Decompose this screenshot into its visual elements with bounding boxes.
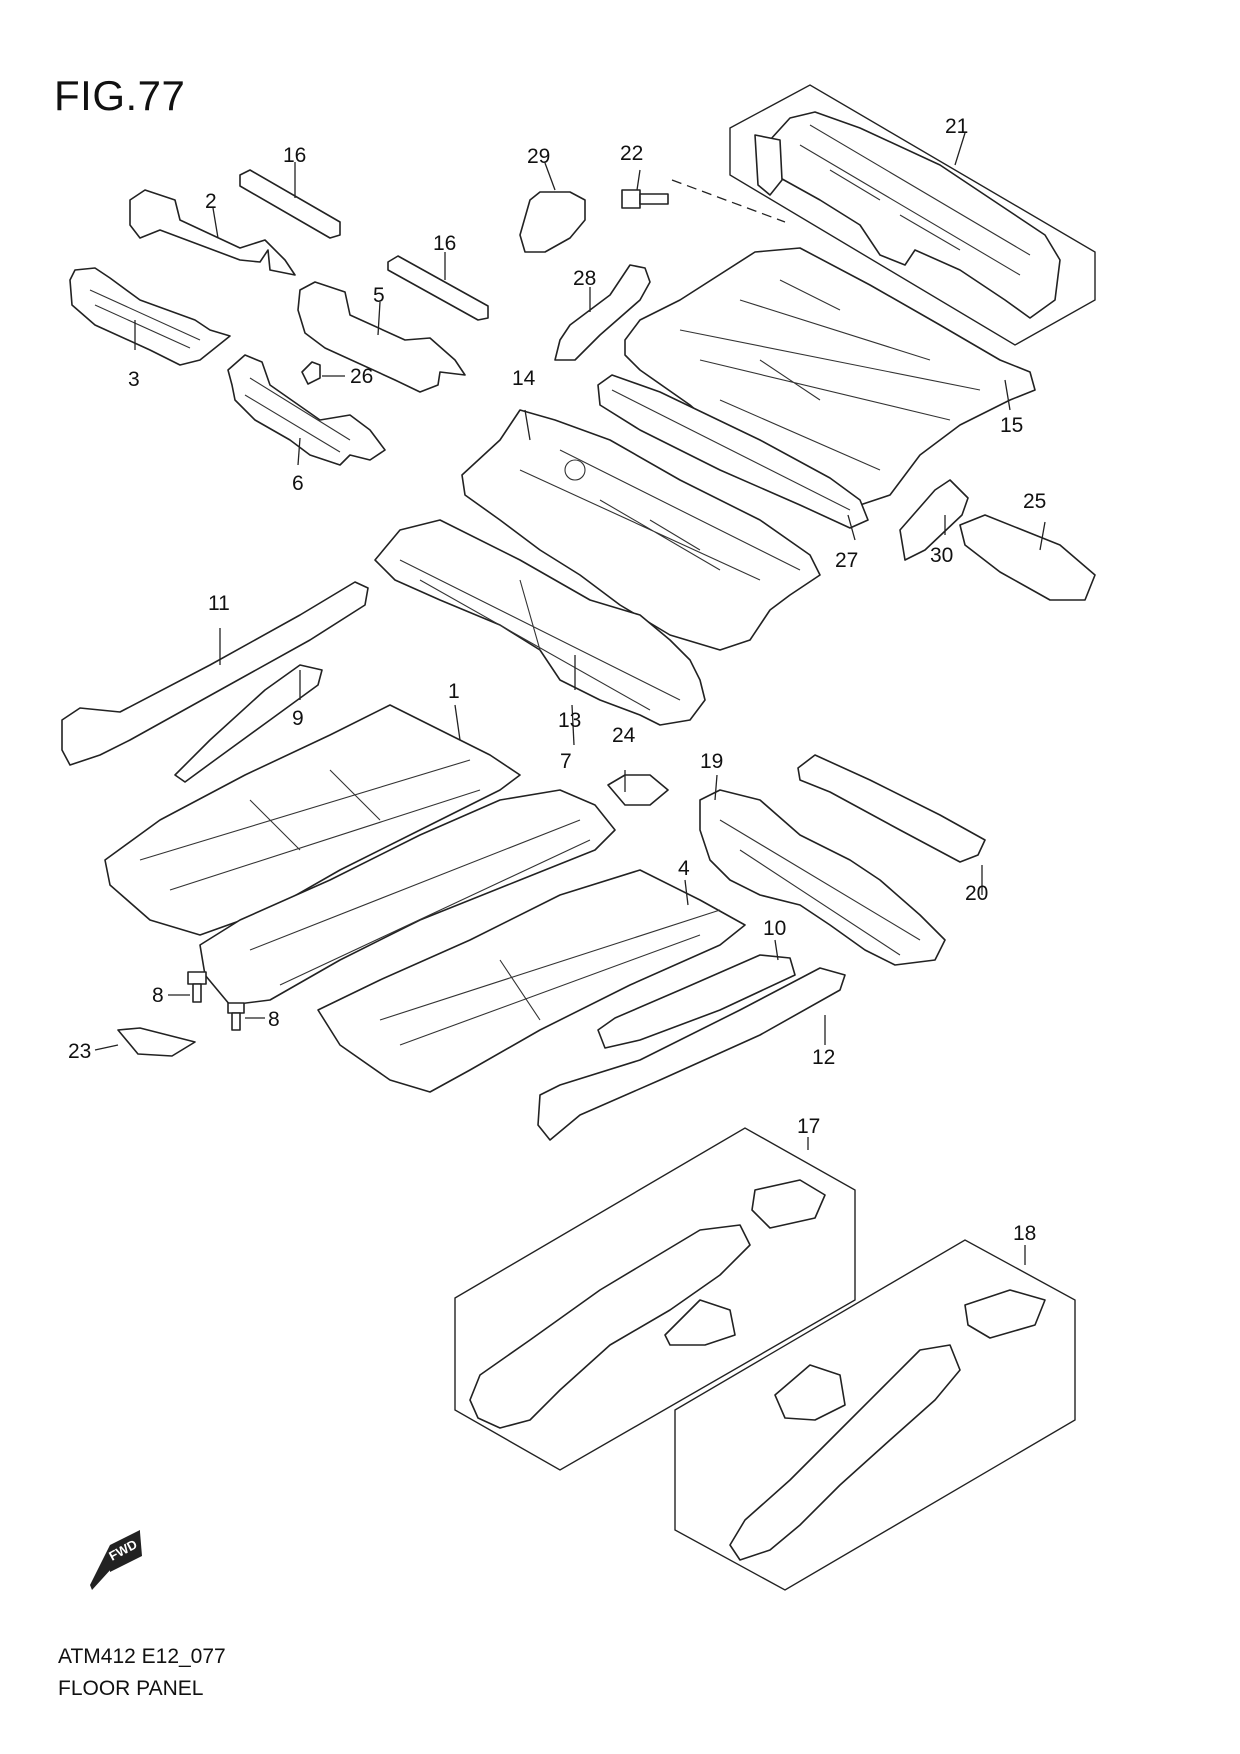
callout-1: 1 [448, 680, 460, 703]
callout-30: 30 [930, 544, 953, 567]
part-18-shape [729, 1344, 961, 1561]
part-20-shape [797, 754, 986, 863]
part-21-group [671, 84, 1096, 346]
callout-27: 27 [835, 549, 858, 572]
callout-4: 4 [678, 857, 690, 880]
part-15-shape [624, 247, 1036, 506]
callout-23: 23 [68, 1040, 91, 1063]
callout-8-left: 8 [152, 984, 164, 1007]
callout-22: 22 [620, 142, 643, 165]
part-17-box [454, 1127, 856, 1471]
part-22-bolt-icon [621, 189, 669, 209]
part-7-shape [199, 789, 616, 1006]
callout-8-right: 8 [268, 1008, 280, 1031]
callout-11: 11 [208, 592, 230, 615]
part-29-shape [519, 191, 586, 253]
callout-9: 9 [292, 707, 304, 730]
part-17-plate [664, 1299, 736, 1346]
callout-26: 26 [350, 365, 373, 388]
fwd-arrow-icon: FWD [90, 1530, 142, 1590]
callout-24: 24 [612, 724, 636, 747]
figure-name: FLOOR PANEL [58, 1677, 204, 1700]
callout-21: 21 [945, 115, 968, 138]
part-17-group [454, 1127, 856, 1471]
callout-2: 2 [205, 190, 217, 213]
part-18-bracket [964, 1289, 1046, 1339]
callout-13: 13 [558, 709, 581, 732]
callout-15: 15 [1000, 414, 1023, 437]
leader-lines [94, 132, 1046, 1265]
part-17-shape [469, 1224, 751, 1429]
part-5-shape [297, 281, 466, 393]
callout-10: 10 [763, 917, 786, 940]
callout-5: 5 [373, 284, 385, 307]
callout-18: 18 [1013, 1222, 1036, 1245]
callout-6: 6 [292, 472, 304, 495]
callout-20: 20 [965, 882, 988, 905]
part-17-bracket [751, 1179, 826, 1229]
part-8-bolt-left-icon [187, 971, 207, 1003]
part-26-shape [301, 361, 321, 385]
callout-7: 7 [560, 750, 572, 773]
part-21-box [729, 84, 1096, 346]
callout-16-mid: 16 [433, 232, 456, 255]
callout-12: 12 [812, 1046, 835, 1069]
part-18-box [674, 1239, 1076, 1591]
callout-17: 17 [797, 1115, 820, 1138]
part-21-bracket [754, 134, 783, 196]
part-12-shape [537, 967, 846, 1141]
callout-25: 25 [1023, 490, 1046, 513]
part-30-shape [899, 479, 969, 561]
part-8-bolt-right-icon [227, 1002, 245, 1031]
figure-title: FIG.77 [54, 72, 186, 119]
part-18-plate [774, 1364, 846, 1421]
part-10-shape [597, 954, 796, 1049]
part-16-mid-shape [387, 255, 489, 321]
part-9-shape [174, 664, 323, 783]
part-22-leader-dash [671, 179, 786, 223]
callout-14: 14 [512, 367, 536, 390]
part-2-shape [129, 189, 296, 276]
callout-3: 3 [128, 368, 140, 391]
callout-19: 19 [700, 750, 723, 773]
part-11-shape [61, 581, 369, 766]
part-14-shape [461, 409, 821, 651]
part-23-shape [117, 1027, 196, 1057]
figure-code: ATM412 E12_077 [58, 1645, 226, 1668]
callout-29: 29 [527, 145, 550, 168]
part-25-shape [959, 514, 1096, 601]
callout-labels: 16 2 3 16 5 6 26 29 22 28 21 14 15 27 30… [68, 115, 1046, 1245]
part-28-shape [554, 264, 651, 361]
callout-16-upper: 16 [283, 144, 306, 167]
callout-28: 28 [573, 267, 596, 290]
part-19-shape [699, 789, 946, 966]
part-16-upper-shape [239, 169, 341, 239]
part-3-shape [69, 267, 231, 366]
part-18-group [674, 1239, 1076, 1591]
part-24-shape [607, 774, 669, 806]
